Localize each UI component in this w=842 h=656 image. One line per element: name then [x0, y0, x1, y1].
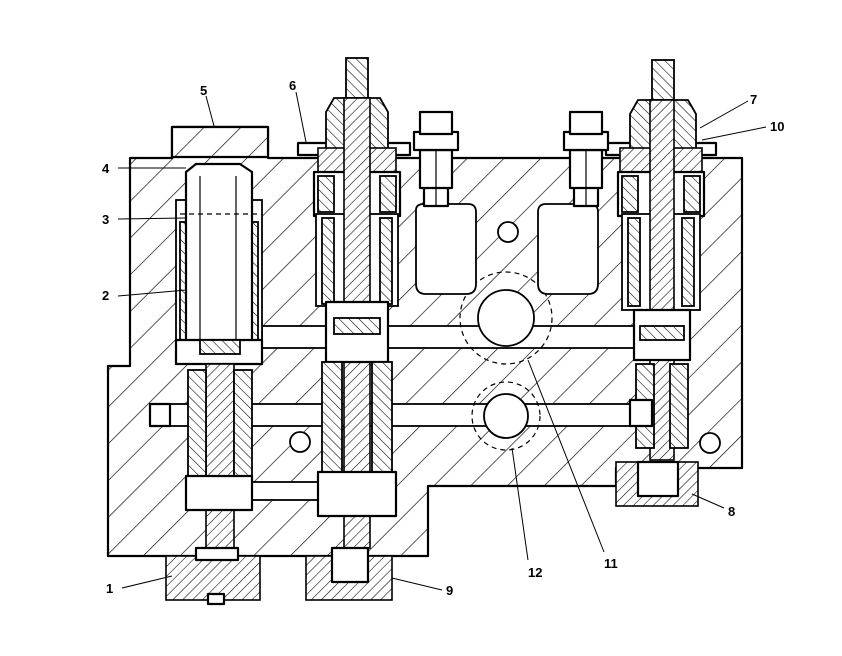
callout-3: 3: [102, 212, 109, 227]
callout-7: 7: [750, 92, 757, 107]
callout-9: 9: [446, 583, 453, 598]
center-cartridge-valve: [305, 57, 402, 601]
left-cartridge-valve: [148, 162, 264, 606]
right-cartridge-valve: [615, 59, 706, 507]
callout-1: 1: [106, 581, 113, 596]
callout-5: 5: [200, 83, 207, 98]
callout-6: 6: [289, 78, 296, 93]
dashed-port-outlines: [459, 271, 553, 451]
callout-4: 4: [102, 161, 110, 176]
leader-lines: [117, 91, 767, 591]
callout-labels: 1 2 3 4 5 6 7 8 9 10 11 12: [102, 78, 784, 598]
callout-10: 10: [770, 119, 784, 134]
solenoid-housings: [412, 110, 610, 295]
callout-2: 2: [102, 288, 109, 303]
callout-12: 12: [528, 565, 542, 580]
callout-8: 8: [728, 504, 735, 519]
callout-11: 11: [604, 556, 618, 571]
